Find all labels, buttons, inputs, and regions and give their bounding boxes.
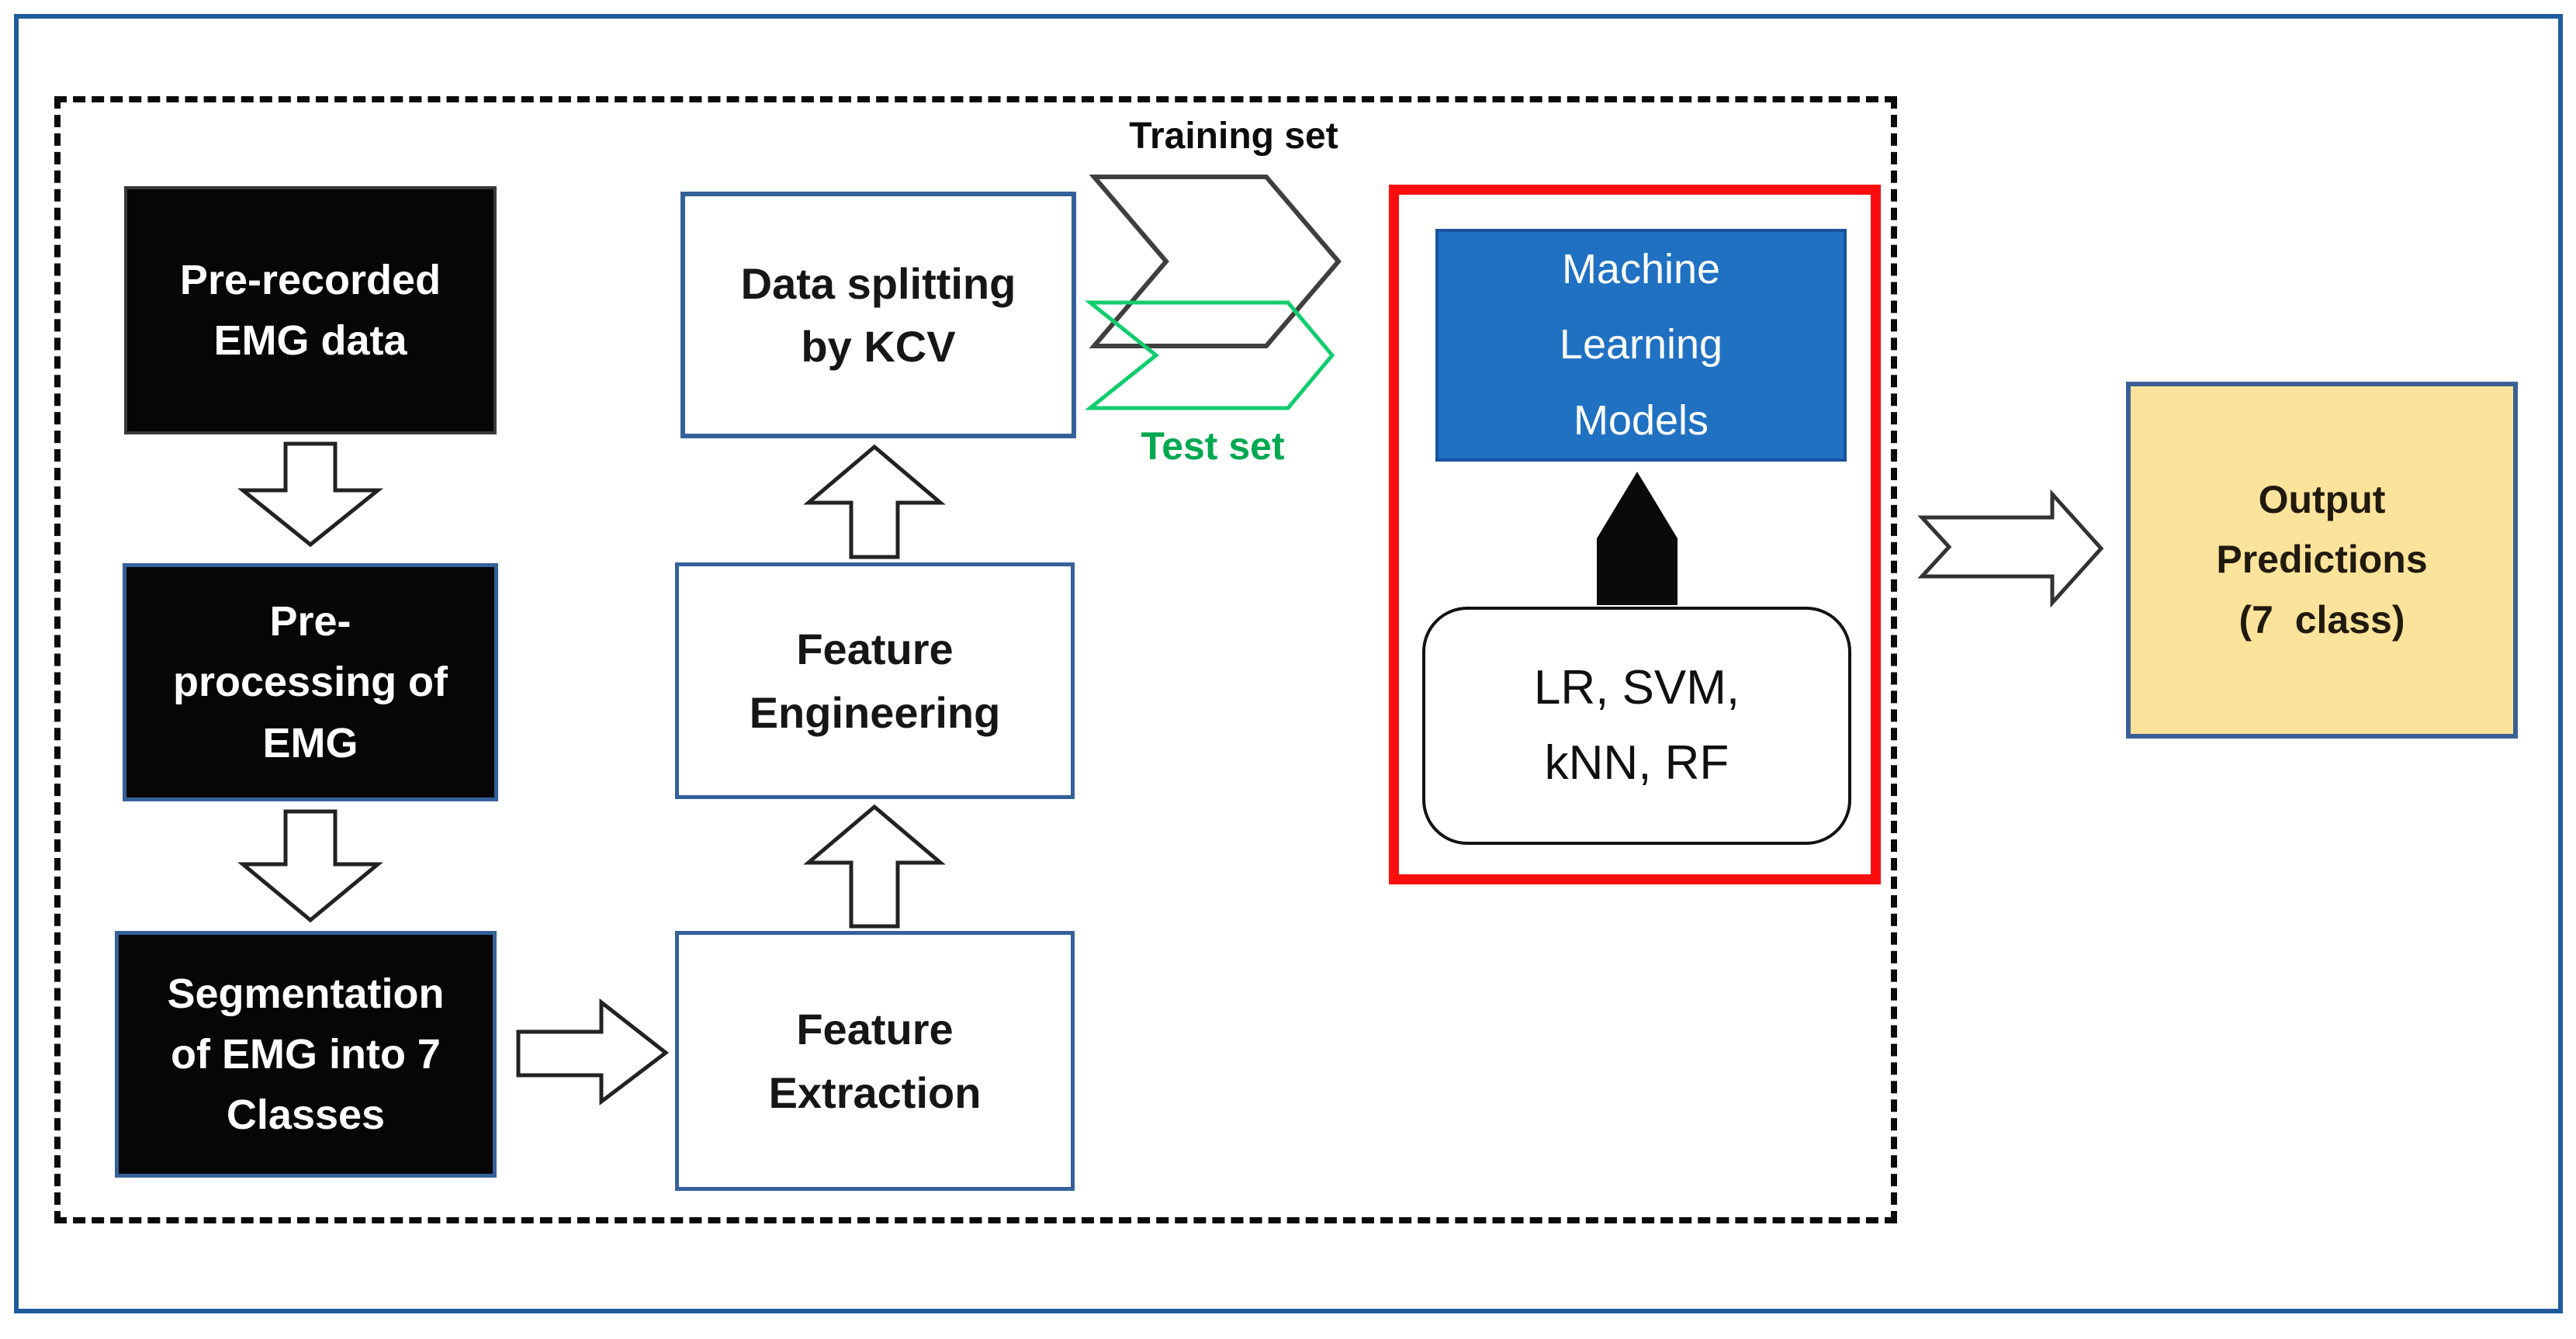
node-segmentation-of-emg: Segmentation of EMG into 7 Classes xyxy=(115,931,497,1178)
test-set-chevron-icon xyxy=(1084,300,1335,410)
black-up-arrow-icon xyxy=(1597,472,1678,605)
ml-highlight-frame xyxy=(1389,185,1881,884)
up-arrow-icon xyxy=(803,804,946,929)
training-set-chevron-icon xyxy=(1089,175,1342,348)
training-set-label: Training set xyxy=(1129,116,1338,157)
down-arrow-icon xyxy=(237,809,383,923)
up-arrow-icon xyxy=(803,444,946,559)
node-machine-learning-models: Machine Learning Models xyxy=(1435,229,1847,462)
output-arrow-icon xyxy=(1917,489,2104,608)
node-feature-engineering: Feature Engineering xyxy=(675,562,1075,799)
down-arrow-icon xyxy=(237,441,384,548)
node-pre-processing-of-emg: Pre- processing of EMG xyxy=(123,563,498,801)
node-pre-recorded-emg-data: Pre-recorded EMG data xyxy=(124,186,497,434)
test-set-label: Test set xyxy=(1141,424,1285,468)
right-arrow-icon xyxy=(516,998,670,1106)
node-model-list: LR, SVM, kNN, RF xyxy=(1422,607,1851,845)
node-feature-extraction: Feature Extraction xyxy=(675,931,1075,1191)
node-output-predictions: Output Predictions (7 class) xyxy=(2126,382,2518,739)
node-data-splitting-kcv: Data splitting by KCV xyxy=(680,192,1076,438)
pipeline-boundary xyxy=(54,96,1897,1223)
